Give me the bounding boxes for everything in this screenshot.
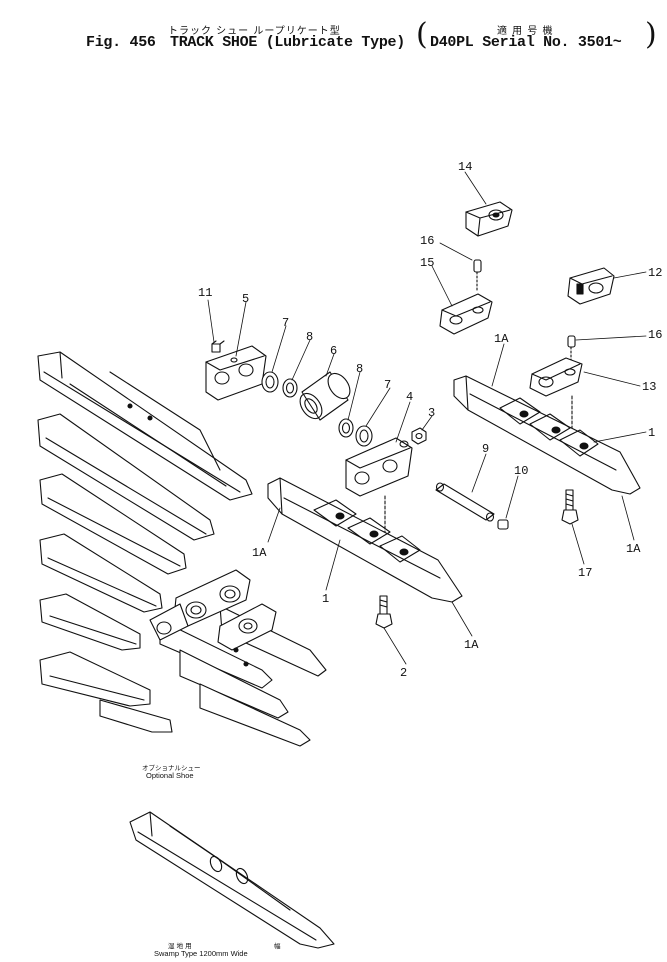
part-8-seal-ring-right bbox=[338, 418, 354, 438]
swamp-type-caption-jp: 湿 地 用 bbox=[168, 942, 192, 950]
label-10: 10 bbox=[514, 464, 528, 478]
leader-lines bbox=[207, 171, 647, 665]
left-paren: ( bbox=[416, 17, 428, 52]
part-10-spacer bbox=[497, 519, 509, 530]
label-15: 15 bbox=[420, 256, 434, 270]
label-5: 5 bbox=[242, 292, 249, 306]
label-9: 9 bbox=[482, 442, 489, 456]
optional-shoe-caption-jp: オプショナルシュー bbox=[142, 764, 201, 772]
label-17: 17 bbox=[578, 566, 592, 580]
part-6-bushing bbox=[299, 371, 351, 421]
label-3: 3 bbox=[428, 406, 435, 420]
label-7-left: 7 bbox=[282, 316, 289, 330]
part-1-track-shoe-center bbox=[267, 477, 463, 603]
assembled-track-section bbox=[37, 351, 327, 747]
part-8-seal-ring-left bbox=[282, 378, 298, 398]
label-2: 2 bbox=[400, 666, 407, 680]
label-1-right: 1 bbox=[648, 426, 655, 440]
part-2-shoe-bolt bbox=[375, 595, 393, 629]
part-12-link-cap-right bbox=[567, 267, 615, 305]
label-1A-right: 1A bbox=[626, 542, 641, 556]
part-7-seal-ring-left bbox=[261, 371, 279, 393]
label-1-center: 1 bbox=[322, 592, 329, 606]
label-8-right: 8 bbox=[356, 362, 363, 376]
label-7-right: 7 bbox=[384, 378, 391, 392]
optional-shoe-caption: Optional Shoe bbox=[146, 771, 194, 780]
swamp-type-caption: Swamp Type 1200mm Wide bbox=[154, 949, 248, 958]
label-14: 14 bbox=[458, 160, 472, 174]
part-11-plug bbox=[211, 340, 225, 353]
figure-number: Fig. 456 bbox=[86, 34, 156, 51]
part-15-link-half bbox=[439, 293, 493, 335]
label-16-upper: 16 bbox=[420, 234, 434, 248]
label-4: 4 bbox=[406, 390, 413, 404]
label-8-left: 8 bbox=[306, 330, 313, 344]
part-13-link-half-right bbox=[529, 357, 583, 431]
figure-title: TRACK SHOE (Lubricate Type) bbox=[170, 34, 405, 51]
part-4-link-plate bbox=[345, 437, 413, 541]
label-6: 6 bbox=[330, 344, 337, 358]
swamp-width-caption-jp: 幅 bbox=[274, 942, 281, 950]
label-13: 13 bbox=[642, 380, 656, 394]
right-paren: ) bbox=[645, 17, 657, 52]
label-16-lower: 16 bbox=[648, 328, 662, 342]
label-12: 12 bbox=[648, 266, 662, 280]
part-16-small-pin-lower bbox=[567, 335, 576, 363]
label-11: 11 bbox=[198, 286, 212, 300]
label-1A-top: 1A bbox=[494, 332, 509, 346]
part-9-track-pin bbox=[435, 482, 495, 522]
label-1A-left: 1A bbox=[252, 546, 267, 560]
part-1-track-shoe-right bbox=[453, 375, 641, 495]
applicability-japanese: 適 用 号 機 bbox=[497, 26, 554, 37]
part-7-seal-ring-right bbox=[355, 425, 373, 447]
applicability-serial: D40PL Serial No. 3501~ bbox=[430, 34, 622, 51]
part-17-shoe-bolt bbox=[561, 489, 579, 525]
label-1A-bottom: 1A bbox=[464, 638, 479, 652]
part-3-nut bbox=[411, 427, 427, 445]
part-14-link-cap bbox=[465, 201, 513, 237]
title-japanese: トラック シュー ループリケート型 bbox=[168, 26, 341, 37]
swamp-type-shoe bbox=[129, 811, 335, 949]
part-16-small-pin-upper bbox=[473, 259, 482, 293]
